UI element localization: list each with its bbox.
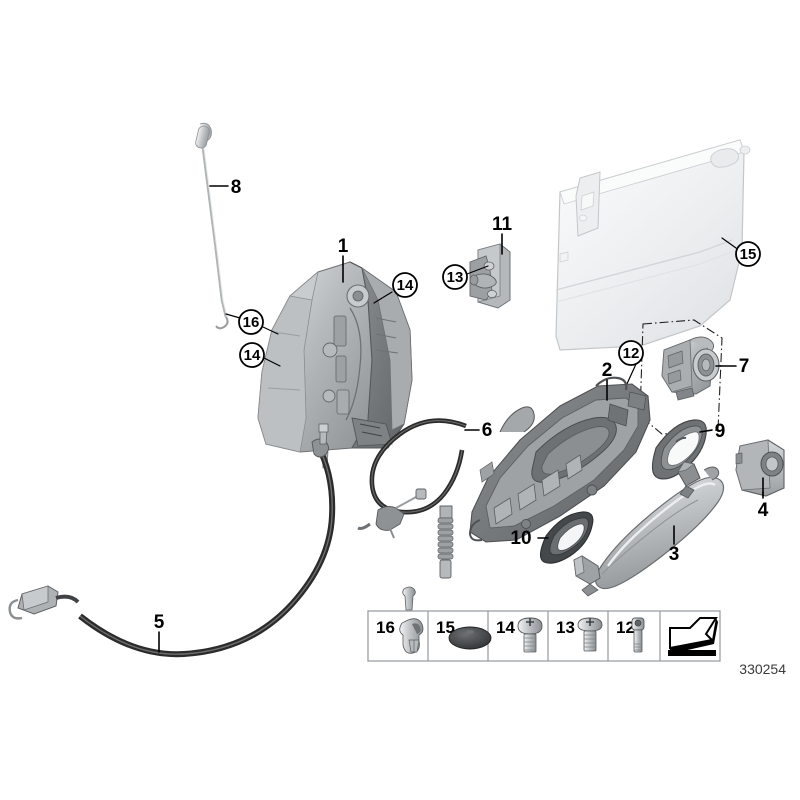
leader-9 [699,429,713,433]
callout-label-9: 9 [715,421,726,442]
part-3-outer-door-handle [573,461,725,597]
callout-12: 12 [618,340,644,387]
callout-15: 15 [721,237,761,267]
callout-label-15: 15 [740,246,757,263]
part-9-handle-gasket [651,419,707,480]
part-8-lock-knob-rod [195,122,229,330]
part-15-door-panel [555,139,751,351]
legend-box: 16 15 14 13 12 [367,610,721,662]
legend-icon-expanding-rivet [399,618,424,654]
part-7-lock-cylinder [661,336,720,401]
callout-circle-13 [442,264,468,290]
part-4-handle-end-cap [735,439,785,497]
legend-number-12: 12 [616,618,635,637]
callout-label-12: 12 [623,345,640,362]
callout-label-7: 7 [739,356,750,377]
callout-circle-14-upper [392,272,418,298]
callout-label-3: 3 [669,544,680,565]
part-2-handle-carrier [468,376,651,543]
callout-16: 16 [225,309,279,335]
callout-circle-14-lower [239,342,265,368]
legend-number-14: 14 [496,618,515,637]
part-6-bowden-cable-short [357,418,467,579]
callout-label-16: 16 [243,314,260,331]
legend-icon-countersunk-screw [577,617,603,652]
legend-number-15: 15 [436,618,455,637]
callout-circle-12 [618,340,644,366]
callout-14-lower: 14 [239,342,281,368]
part-10-handle-seal [539,511,594,564]
drawing-id: 330254 [739,661,786,677]
legend-icon-direction-arrow [668,617,718,656]
callout-14-upper: 14 [373,272,418,304]
callout-label-10: 10 [510,528,531,549]
callout-circle-15 [735,241,761,267]
callout-label-8: 8 [231,177,242,198]
callout-label-1: 1 [338,236,349,257]
part-11-striker-plate [469,243,511,309]
legend-number-13: 13 [556,618,575,637]
legend-number-16: 16 [376,618,395,637]
legend-icon-socket-head-bolt [631,617,645,653]
callout-label-6: 6 [482,420,493,441]
callout-label-5: 5 [154,612,165,633]
part-5-bowden-cable-long [8,423,336,658]
callout-label-13: 13 [447,269,464,286]
cable-fastener-screw [402,586,416,611]
callout-label-4: 4 [758,500,769,521]
legend-icon-dome-plug [448,626,492,650]
part-1-door-lock-module [257,261,413,469]
callout-label-11: 11 [492,214,513,235]
cable-bellows [437,517,454,560]
callout-label-14-lower: 14 [244,347,261,364]
callout-circle-16 [238,309,264,335]
callout-13: 13 [442,264,489,290]
callout-label-14-upper: 14 [397,277,414,294]
callout-label-2: 2 [602,360,613,381]
legend-icon-pan-head-screw [517,617,543,653]
